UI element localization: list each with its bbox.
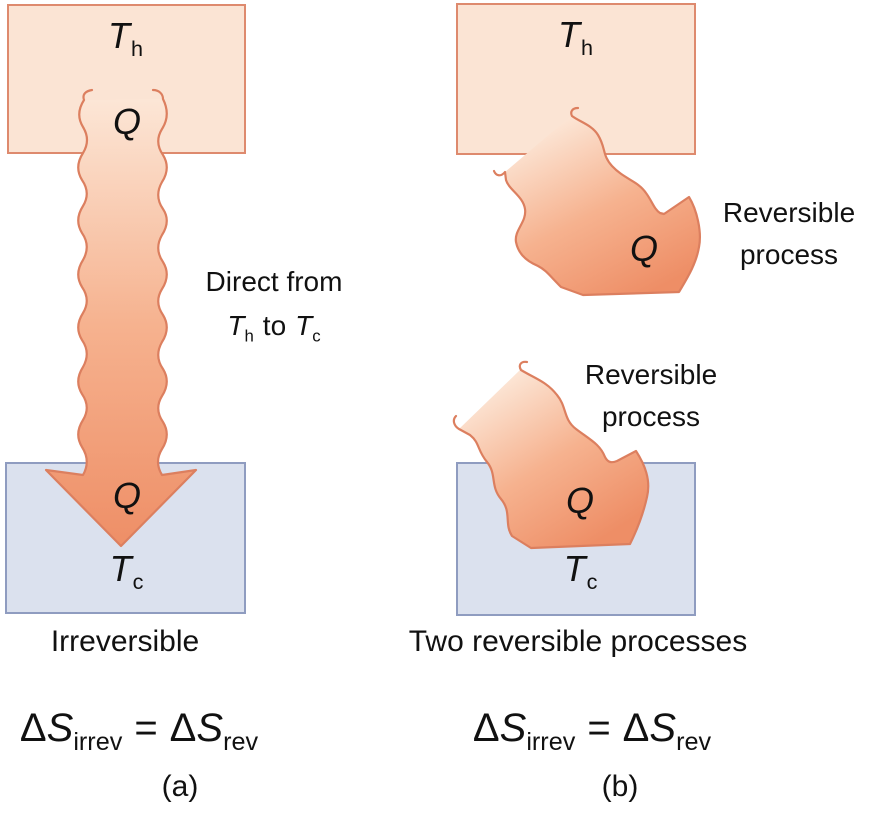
equals-sign: = [587,706,611,750]
panel-b-caption: Two reversible processes [408,625,748,658]
reversible-note-line1: Reversible [584,359,718,390]
reversible-process-note-lower: Reversible process [585,354,717,438]
heat-q-label-a-top: Q [112,101,142,142]
entropy-equation-b: ΔSirrev=ΔSrev [472,706,711,755]
temperature-subscript: h [244,326,254,346]
hot-reservoir-box-b [456,3,696,155]
cold-reservoir-label-b: Tc [563,548,599,593]
heat-flow-arrow-b-lower [452,360,650,550]
heat-flow-arrow-a [44,88,198,548]
temperature-subscript: h [130,36,145,62]
temperature-symbol: T [107,15,131,56]
temperature-subscript: h [580,35,595,61]
connector-word: to [262,310,287,341]
reversible-process-note-upper: Reversible process [723,192,855,276]
temperature-subscript: c [132,569,145,595]
entropy-symbol: S [46,706,74,750]
heat-flow-arrow-b-upper-outline [492,106,701,297]
heat-flow-arrow-b-lower-outline [452,360,650,550]
temperature-symbol: T [563,548,587,589]
heat-flow-arrow-a-outline [44,88,198,548]
heat-flow-arrow-b-upper-fill [505,115,700,295]
heat-q-label-b-lower: Q [565,480,595,521]
delta-symbol: Δ [19,706,47,750]
delta-symbol: Δ [622,706,650,750]
equation-subscript: rev [676,728,712,756]
heat-flow-arrow-a-fill [46,99,196,546]
entropy-symbol: S [649,706,677,750]
equation-subscript: rev [223,728,259,756]
panel-a-tag: (a) [161,770,199,803]
equation-subscript: irrev [526,728,576,756]
entropy-symbol: S [196,706,224,750]
direct-note-line1: Direct from [205,266,343,297]
reversible-note-line2: process [601,401,701,432]
reversible-note-line2: process [739,239,839,270]
equation-subscript: irrev [73,728,123,756]
entropy-equation-a: ΔSirrev=ΔSrev [19,706,258,755]
cold-reservoir-label-a: Tc [109,548,145,593]
temperature-symbol: T [227,310,245,341]
heat-q-label-b-upper: Q [629,228,659,269]
equals-sign: = [134,706,158,750]
heat-flow-arrow-b-upper [492,106,701,297]
heat-q-label-a-bottom: Q [112,475,142,516]
entropy-symbol: S [499,706,527,750]
temperature-symbol: T [557,14,581,55]
temperature-symbol: T [295,310,313,341]
temperature-subscript: c [586,569,599,595]
panel-a-caption: Irreversible [50,625,200,658]
reversible-note-line1: Reversible [722,197,856,228]
heat-flow-arrow-b-lower-fill [459,369,649,548]
panel-b-tag: (b) [601,770,639,803]
delta-symbol: Δ [169,706,197,750]
delta-symbol: Δ [472,706,500,750]
temperature-symbol: T [109,548,133,589]
temperature-subscript: c [312,326,321,346]
hot-reservoir-label-b: Th [557,14,594,59]
hot-reservoir-label-a: Th [107,15,144,60]
